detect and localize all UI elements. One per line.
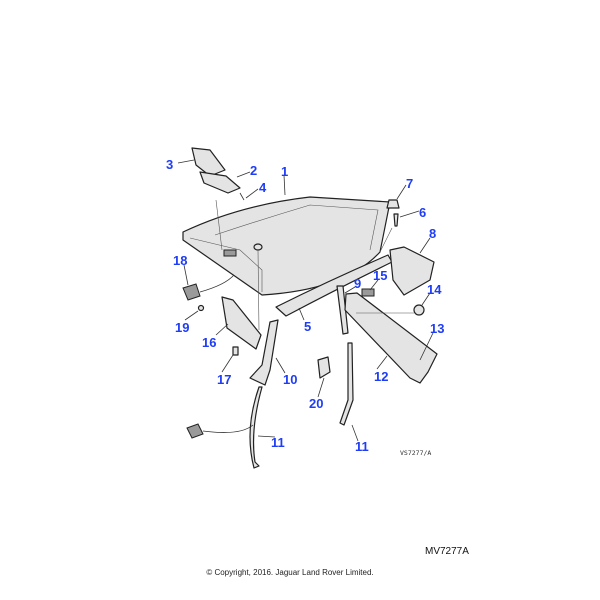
headliner-stud: [253, 243, 263, 251]
sill-trim-12: [344, 292, 438, 384]
callout-11-right: 11: [355, 439, 369, 454]
callout-5: 5: [304, 319, 311, 334]
callout-6: 6: [419, 205, 426, 220]
quarter-trim-8: [389, 246, 435, 296]
callout-15: 15: [373, 268, 387, 283]
callout-12: 12: [374, 369, 388, 384]
vanity-mirror: [199, 171, 241, 194]
clip-7: [386, 199, 400, 209]
sun-visor-16: [221, 296, 262, 350]
cover-20: [317, 356, 331, 379]
callout-20: 20: [309, 396, 323, 411]
cant-rail: [275, 254, 393, 317]
callout-9: 9: [354, 276, 361, 291]
callout-2: 2: [250, 163, 257, 178]
part-reference: MV7277A: [425, 546, 469, 557]
callout-4: 4: [259, 180, 267, 195]
screw-19: [197, 304, 205, 312]
callout-14: 14: [427, 282, 442, 297]
callout-7: 7: [406, 176, 413, 191]
screw-6: [393, 213, 399, 227]
callout-19: 19: [175, 320, 189, 335]
callout-11-left: 11: [271, 435, 285, 450]
clip-14: [413, 304, 425, 316]
clip-15: [361, 288, 375, 297]
b-pillar-trim-9: [336, 285, 349, 335]
clip-17: [232, 346, 239, 356]
headliner-cutout: [223, 249, 237, 257]
callout-17: 17: [217, 372, 231, 387]
callout-1: 1: [281, 164, 288, 179]
callout-13: 13: [430, 321, 444, 336]
leader-lines: [177, 159, 434, 442]
callout-18: 18: [173, 253, 187, 268]
door-seal-11-right: [339, 342, 354, 426]
drawing-reference: VS7277/A: [400, 449, 431, 457]
callout-3: 3: [166, 157, 173, 172]
callout-10: 10: [283, 372, 297, 387]
callout-8: 8: [429, 226, 436, 241]
a-pillar-trim-10: [249, 319, 279, 386]
door-seal-11-left: [249, 386, 263, 469]
switch-18: [182, 283, 201, 301]
connector: [186, 423, 204, 439]
copyright-notice: © Copyright, 2016. Jaguar Land Rover Lim…: [206, 568, 374, 577]
vanity-mirror-frame: [191, 147, 226, 177]
callout-16: 16: [202, 335, 216, 350]
